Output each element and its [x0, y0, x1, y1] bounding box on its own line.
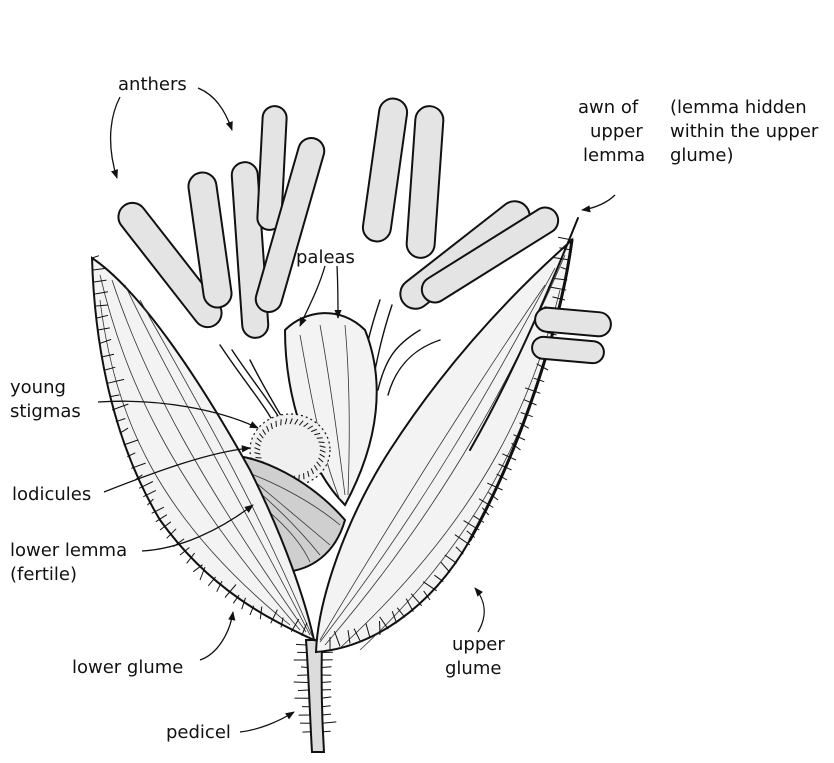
- stigma-hair: [319, 442, 325, 443]
- label-pedicel: pedicel: [166, 722, 231, 743]
- label-anthers: anthers: [118, 74, 187, 95]
- hair-mark: [322, 722, 336, 723]
- hair-mark: [298, 690, 308, 691]
- label-lemma-note-line-2: within the upper: [670, 121, 819, 142]
- hair-mark: [296, 644, 306, 645]
- label-lower-glume: lower glume: [72, 657, 183, 678]
- label-awn-line-3: lemma: [583, 145, 645, 166]
- hair-mark: [322, 706, 331, 707]
- hair-mark: [321, 697, 331, 698]
- stigma-hair: [256, 458, 262, 459]
- label-lower-lemma-line-2: (fertile): [10, 564, 77, 585]
- label-upper-glume-line-2: glume: [445, 658, 501, 679]
- hair-mark: [301, 667, 307, 668]
- pedicel-stem: [294, 640, 337, 752]
- label-awn-line-2: upper: [590, 121, 643, 142]
- stigma-hair: [281, 419, 282, 425]
- label-lemma-note-line-1: (lemma hidden: [670, 97, 807, 118]
- label-upper-glume-line-1: upper: [452, 634, 505, 655]
- label-lemma-note-line-3: glume): [670, 145, 733, 166]
- label-lower-lemma-line-1: lower lemma: [10, 540, 127, 561]
- hair-mark: [322, 667, 332, 668]
- label-young-stigmas-line-1: young: [10, 377, 66, 398]
- label-awn-line-1: awn of: [578, 97, 639, 118]
- anthers: [113, 97, 612, 364]
- hair-mark: [380, 621, 381, 635]
- hair-mark: [92, 256, 99, 258]
- hair-mark: [322, 714, 331, 715]
- label-paleas: paleas: [296, 247, 355, 268]
- label-young-stigmas-line-2: stigmas: [10, 401, 81, 422]
- hair-mark: [321, 682, 331, 683]
- hair-mark: [294, 682, 308, 683]
- label-lodicules: lodicules: [12, 484, 91, 505]
